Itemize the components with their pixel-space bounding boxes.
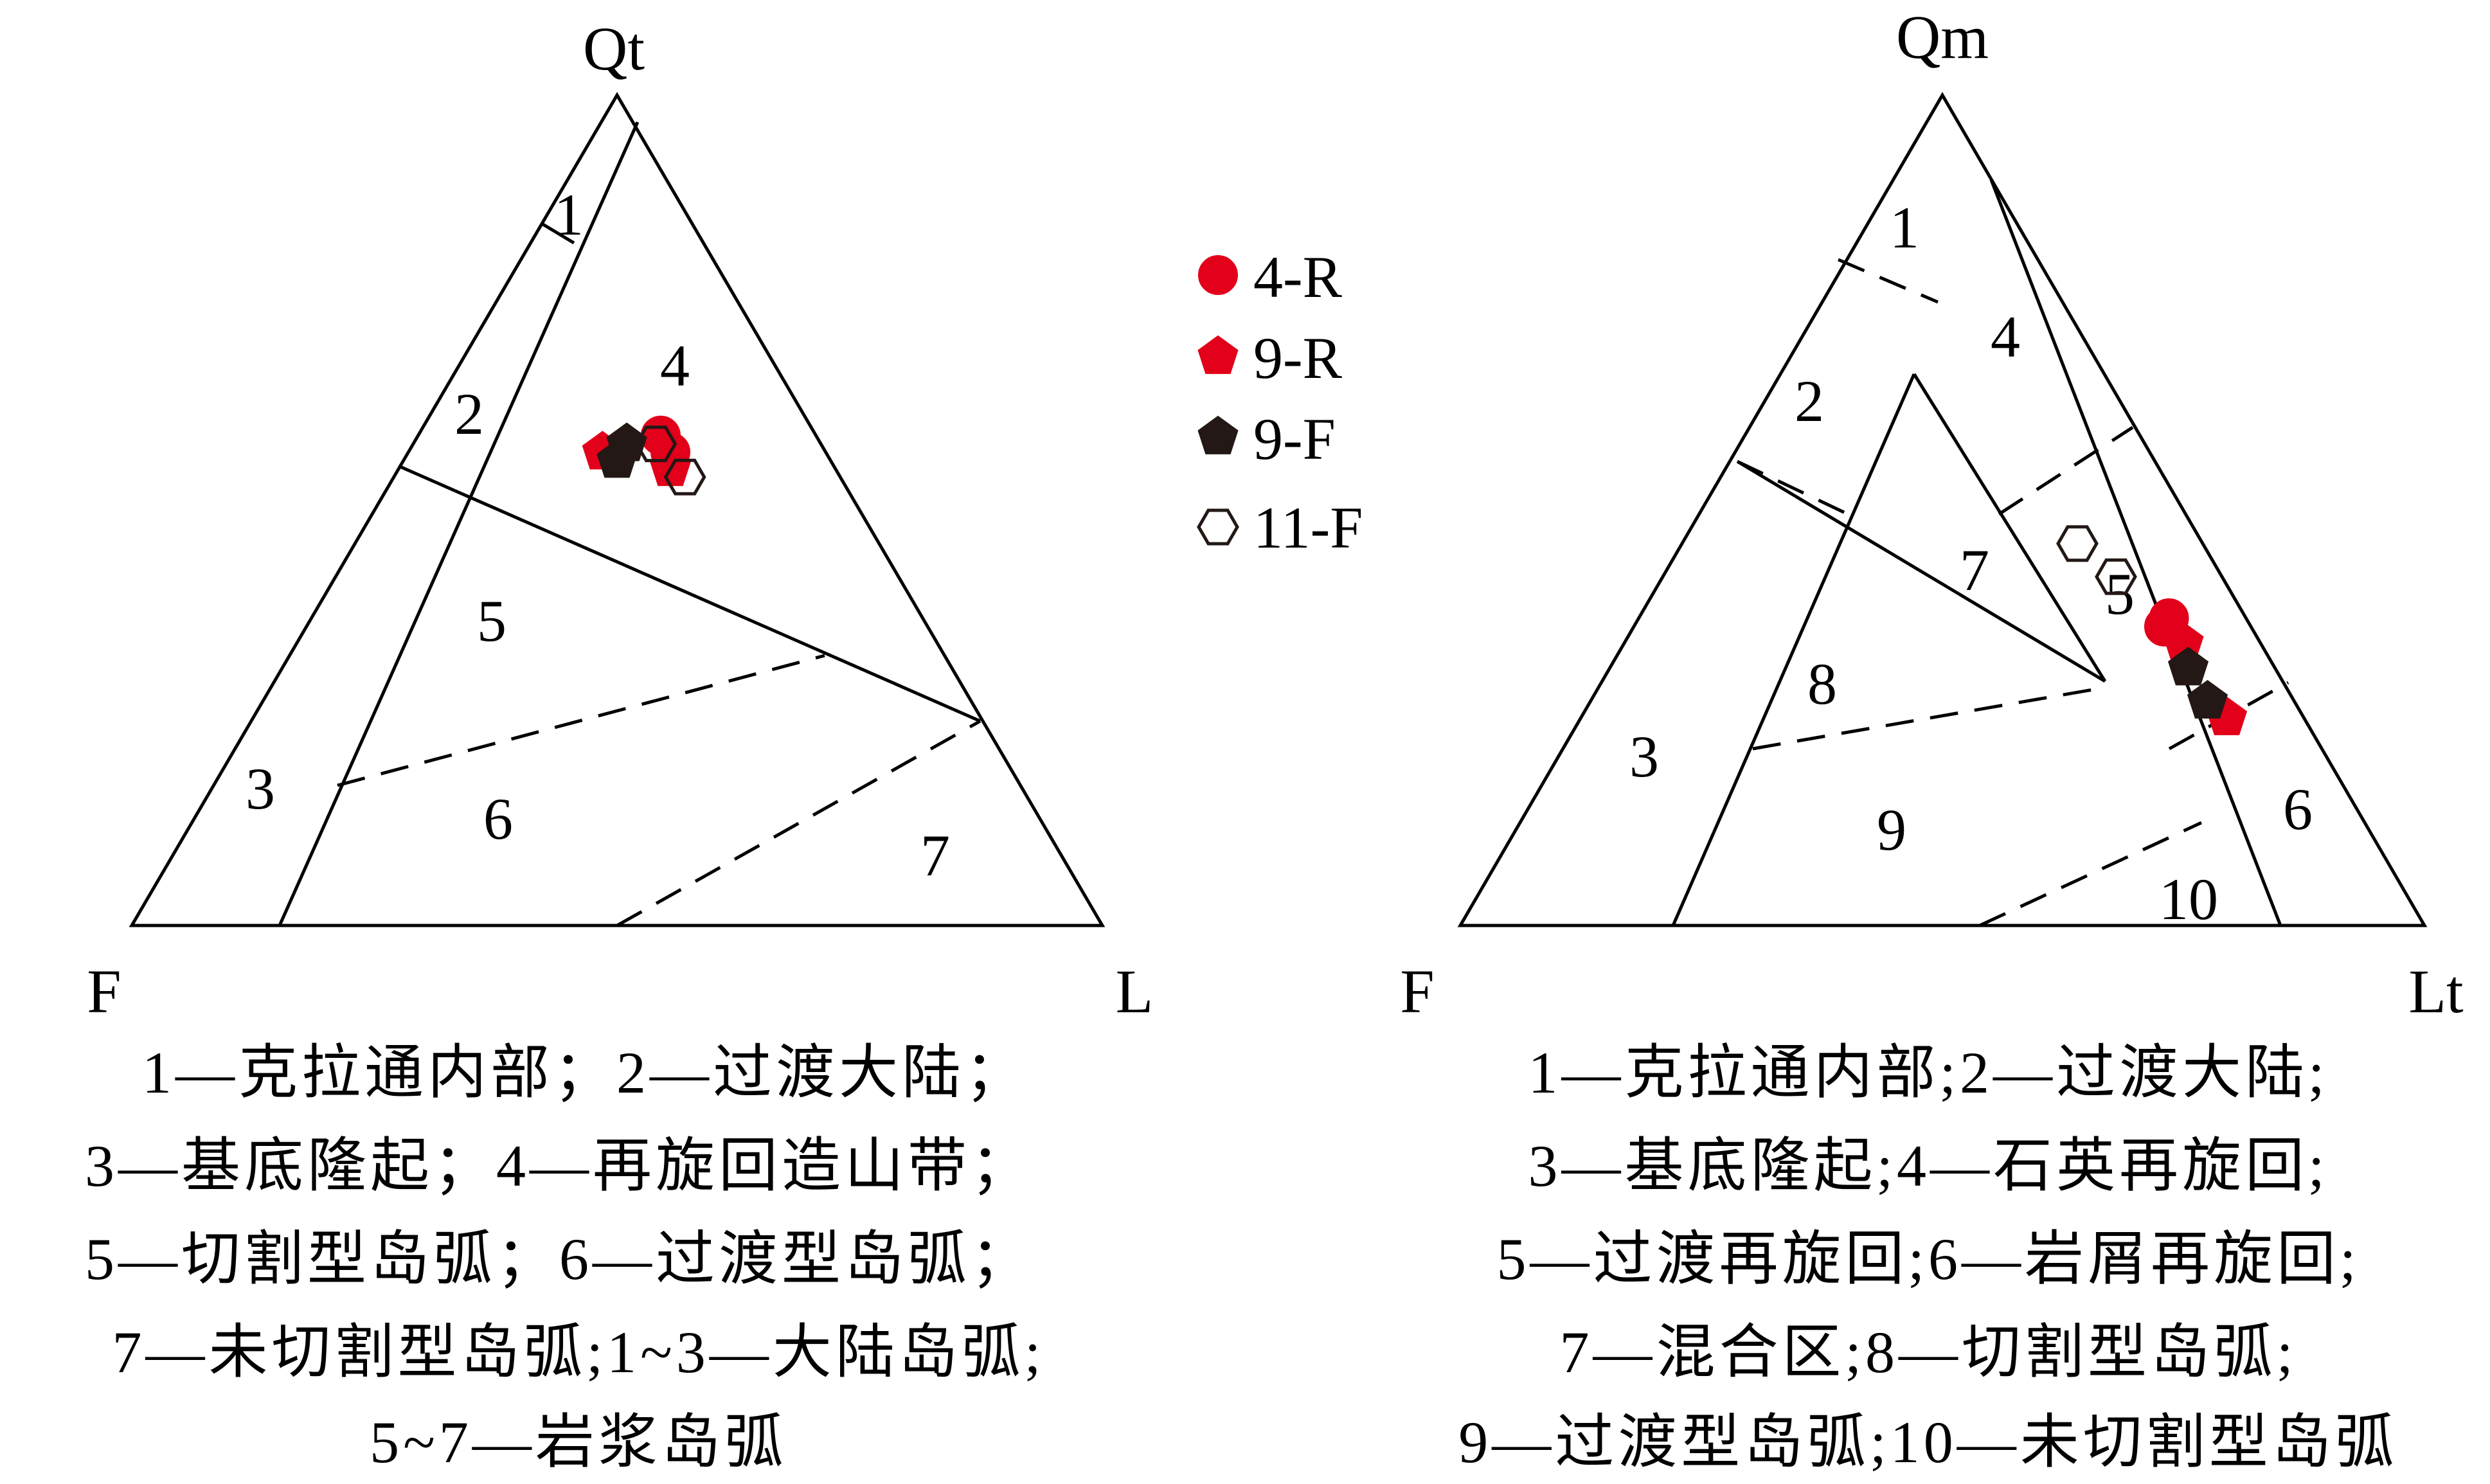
left-vertex-right: L [1116, 957, 1154, 1026]
left-vertex-left: F [87, 957, 121, 1026]
right-line-2-7 [1736, 460, 2106, 683]
left-point-11-f-1 [634, 425, 677, 463]
right-caption-line-2: 3—基底隆起;4—石英再旋回; [1528, 1133, 2328, 1199]
left-caption-line-2: 3—基底隆起；4—再旋回造山带； [85, 1133, 1034, 1199]
right-point-9-f-2 [2187, 679, 2228, 719]
right-triangle-frame [1457, 92, 2428, 927]
right-field-7: 7 [1960, 537, 1989, 603]
right-line-qm-lt [1989, 179, 2282, 926]
legend-item-4-r: 4-R [1198, 244, 1343, 310]
legend-item-9-r: 9-R [1197, 325, 1343, 391]
right-vertex-left: F [1400, 957, 1434, 1026]
left-caption: 1—克拉通内部；2—过渡大陆； 3—基底隆起；4—再旋回造山带； 5—切割型岛弧… [85, 1040, 1045, 1475]
left-caption-line-1: 1—克拉通内部；2—过渡大陆； [142, 1040, 1028, 1105]
left-boundary-1 [541, 222, 575, 245]
right-dash-9-10 [1978, 821, 2203, 927]
left-point-9-f-2 [596, 439, 638, 478]
right-field-4: 4 [1991, 304, 2020, 370]
right-point-11-f-1 [2056, 525, 2099, 562]
legend-label-11-f: 11-F [1253, 495, 1363, 560]
left-field-6: 6 [483, 786, 513, 852]
right-point-11-f-2 [2095, 558, 2137, 595]
right-field-6: 6 [2283, 776, 2313, 842]
left-boundary-6-7 [616, 719, 981, 927]
right-dash-4-5 [1998, 425, 2134, 516]
legend-label-4-r: 4-R [1253, 244, 1343, 310]
legend: 4-R 9-R 9-F 11-F [1197, 244, 1363, 560]
left-triangle-frame [129, 92, 1106, 927]
right-field-2: 2 [1795, 368, 1824, 434]
legend-marker-9-f [1197, 415, 1239, 454]
left-field-5: 5 [477, 588, 506, 654]
left-boundary-2-3 [278, 121, 640, 927]
left-caption-line-5: 5~7—岩浆岛弧 [370, 1409, 787, 1475]
right-line-mixed [1912, 373, 2107, 683]
right-field-8: 8 [1807, 651, 1837, 717]
left-sample-points [582, 415, 706, 496]
right-dash-8-9 [1752, 687, 2097, 751]
left-caption-line-3: 5—切割型岛弧；6—过渡型岛弧； [85, 1226, 1034, 1292]
left-point-11-f-2 [663, 458, 706, 496]
right-dash-1-2 [1838, 258, 1939, 304]
right-caption-line-3: 5—过渡再旋回;6—岩屑再旋回; [1496, 1226, 2360, 1292]
left-field-4: 4 [660, 333, 690, 398]
left-field-2: 2 [454, 381, 484, 447]
pentagon-marker-icon [1197, 415, 1239, 454]
right-caption-line-4: 7—混合区;8—切割型岛弧; [1559, 1319, 2297, 1385]
legend-marker-4-r [1198, 255, 1238, 295]
right-ternary-diagram [1457, 92, 2428, 927]
right-point-9-f-1 [2167, 647, 2209, 686]
circle-marker-icon [1198, 255, 1238, 295]
right-caption: 1—克拉通内部;2—过渡大陆; 3—基底隆起;4—石英再旋回; 5—过渡再旋回;… [1458, 1040, 2398, 1475]
right-field-1: 1 [1890, 195, 1919, 260]
right-line-f-boundary [1671, 373, 1916, 927]
right-field-3: 3 [1629, 724, 1659, 789]
legend-marker-11-f [1197, 508, 1239, 546]
right-sample-points [2056, 525, 2248, 735]
left-vertex-top: Qt [583, 14, 645, 83]
right-caption-line-1: 1—克拉通内部;2—过渡大陆; [1528, 1040, 2328, 1105]
left-ternary-diagram [129, 92, 1106, 927]
right-field-9: 9 [1877, 797, 1906, 863]
right-vertex-right: Lt [2408, 957, 2464, 1026]
legend-label-9-r: 9-R [1253, 325, 1343, 391]
legend-item-9-f: 9-F [1197, 406, 1336, 472]
right-vertex-top: Qm [1896, 3, 1989, 71]
legend-marker-9-r [1197, 335, 1239, 374]
left-boundary-2-3-base [397, 464, 981, 723]
hexagon-marker-icon [1197, 508, 1239, 546]
legend-item-11-f: 11-F [1197, 495, 1363, 560]
right-caption-line-5: 9—过渡型岛弧;10—未切割型岛弧 [1458, 1409, 2398, 1475]
pentagon-marker-icon [1197, 335, 1239, 374]
legend-label-9-f: 9-F [1253, 406, 1336, 472]
left-field-1: 1 [554, 182, 584, 247]
left-field-7: 7 [920, 823, 950, 888]
right-dash-2-3 [1736, 460, 1849, 516]
left-field-3: 3 [246, 756, 275, 821]
left-caption-line-4: 7—未切割型岛弧;1~3—大陆岛弧; [112, 1319, 1045, 1385]
left-boundary-5-6 [337, 654, 825, 787]
right-field-10: 10 [2159, 866, 2218, 932]
